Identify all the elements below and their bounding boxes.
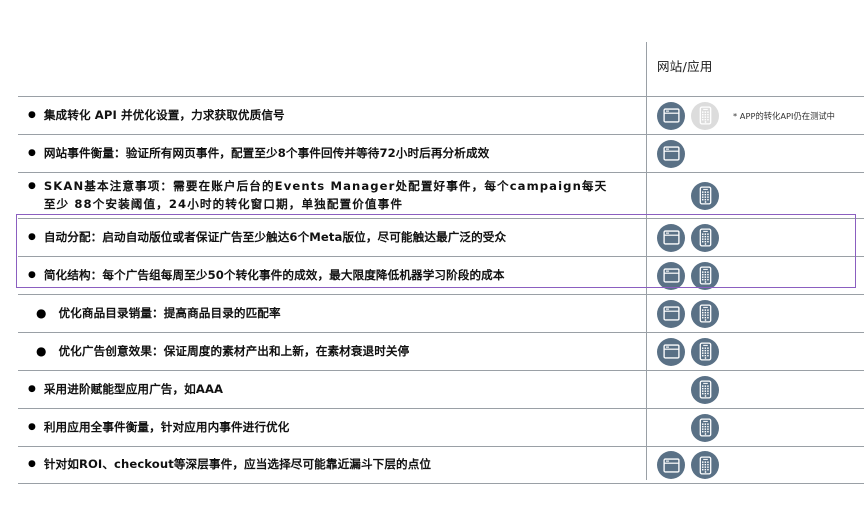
mobile-phone-icon (691, 413, 719, 442)
empty-slot (657, 414, 685, 442)
row-text-cell: ● 网站事件衡量：验证所有网页事件，配置至少8个事件回传并等待72小时后再分析成效 (18, 145, 646, 163)
bullet-icon: ● (28, 383, 36, 394)
mobile-phone-icon (691, 337, 719, 366)
browser-window-icon (657, 223, 685, 252)
table-row[interactable]: ● 网站事件衡量：验证所有网页事件，配置至少8个事件回传并等待72小时后再分析成效 (18, 134, 864, 172)
empty-slot (657, 182, 685, 210)
bullet-icon: ● (28, 147, 36, 158)
table-row[interactable]: ● 简化结构：每个广告组每周至少50个转化事件的成效，最大限度降低机器学习阶段的成… (18, 256, 864, 294)
row-text-cell: ● 采用进阶赋能型应用广告，如AAA (18, 381, 646, 399)
row-platform-icons (646, 181, 864, 210)
browser-window-icon (657, 451, 685, 479)
row-label: 采用进阶赋能型应用广告，如AAA (44, 381, 223, 399)
row-label: 集成转化 API 并优化设置，力求获取优质信号 (44, 107, 285, 125)
row-label: 优化广告创意效果：保证周度的素材产出和上新，在素材衰退时关停 (58, 343, 409, 361)
table-row[interactable]: ● 自动分配：启动自动版位或者保证广告至少触达6个Meta版位，尽可能触达最广泛的… (18, 218, 864, 256)
mobile-phone-icon (691, 223, 719, 252)
row-text-cell: ● 优化商品目录销量：提高商品目录的匹配率 (18, 305, 646, 323)
browser-window-icon (657, 139, 685, 168)
row-platform-icons (646, 223, 864, 252)
row-label: 利用应用全事件衡量，针对应用内事件进行优化 (44, 419, 290, 437)
row-label: SKAN基本注意事项：需要在账户后台的Events Manager处配置好事件，… (44, 178, 607, 214)
bullet-icon: ● (28, 109, 36, 120)
row-label: 简化结构：每个广告组每周至少50个转化事件的成效，最大限度降低机器学习阶段的成本 (44, 267, 505, 285)
empty-slot (657, 376, 685, 404)
footnote-app-capi-beta: * APP的转化API仍在测试中 (733, 110, 835, 121)
row-label-line: 网站事件衡量：验证所有网页事件，配置至少8个事件回传并等待72小时后再分析成效 (43, 145, 490, 160)
mobile-phone-icon (691, 261, 719, 290)
row-text-cell: ● 集成转化 API 并优化设置，力求获取优质信号 (18, 107, 646, 125)
row-platform-icons (646, 375, 864, 404)
row-platform-icons (646, 261, 864, 290)
recommendations-table: ● 集成转化 API 并优化设置，力求获取优质信号 * APP的转化API仍在测试中… (18, 96, 864, 484)
row-label-line: 优化商品目录销量：提高商品目录的匹配率 (58, 305, 281, 320)
row-text-cell: ● 利用应用全事件衡量，针对应用内事件进行优化 (18, 419, 646, 437)
row-label-line: 集成转化 API 并优化设置，力求获取优质信号 (43, 107, 285, 122)
mobile-phone-icon (691, 299, 719, 328)
mobile-phone-icon (691, 101, 719, 130)
row-label-line: 简化结构：每个广告组每周至少50个转化事件的成效，最大限度降低机器学习阶段的成本 (43, 267, 505, 282)
table-row[interactable]: ● 优化广告创意效果：保证周度的素材产出和上新，在素材衰退时关停 (18, 332, 864, 370)
row-platform-icons (646, 139, 864, 168)
row-label-line: SKAN基本注意事项：需要在账户后台的Events Manager处配置好事件，… (43, 178, 608, 193)
mobile-phone-icon (691, 181, 719, 210)
row-label: 优化商品目录销量：提高商品目录的匹配率 (58, 305, 280, 323)
row-platform-icons (646, 451, 864, 479)
mobile-phone-icon (691, 451, 719, 479)
row-platform-icons (646, 413, 864, 442)
bullet-icon: ● (28, 231, 36, 242)
browser-window-icon (657, 101, 685, 130)
row-text-cell: ● 简化结构：每个广告组每周至少50个转化事件的成效，最大限度降低机器学习阶段的成… (18, 267, 646, 285)
table-row[interactable]: ● 针对如ROI、checkout等深层事件，应当选择尽可能靠近漏斗下层的点位 (18, 446, 864, 484)
row-label: 针对如ROI、checkout等深层事件，应当选择尽可能靠近漏斗下层的点位 (44, 456, 431, 474)
table-row[interactable]: ● SKAN基本注意事项：需要在账户后台的Events Manager处配置好事件… (18, 172, 864, 218)
row-label-line: 利用应用全事件衡量，针对应用内事件进行优化 (43, 419, 290, 434)
row-label-line: 优化广告创意效果：保证周度的素材产出和上新，在素材衰退时关停 (58, 343, 410, 358)
row-platform-icons (646, 299, 864, 328)
empty-slot (691, 140, 719, 168)
bullet-icon: ● (36, 305, 47, 320)
column-header-website-app: 网站/应用 (657, 59, 713, 74)
mobile-phone-icon (691, 375, 719, 404)
table-row[interactable]: ● 利用应用全事件衡量，针对应用内事件进行优化 (18, 408, 864, 446)
browser-window-icon (657, 261, 685, 290)
row-label-line: 针对如ROI、checkout等深层事件，应当选择尽可能靠近漏斗下层的点位 (43, 457, 432, 472)
browser-window-icon (657, 299, 685, 328)
bullet-icon: ● (28, 269, 36, 280)
row-label-line: 自动分配：启动自动版位或者保证广告至少触达6个Meta版位，尽可能触达最广泛的受… (43, 229, 507, 244)
row-label-line: 采用进阶赋能型应用广告，如AAA (43, 381, 224, 396)
row-text-cell: ● 优化广告创意效果：保证周度的素材产出和上新，在素材衰退时关停 (18, 343, 646, 361)
bullet-icon: ● (28, 459, 36, 470)
bullet-icon: ● (36, 343, 47, 358)
column-divider (646, 42, 647, 480)
row-label: 自动分配：启动自动版位或者保证广告至少触达6个Meta版位，尽可能触达最广泛的受… (44, 229, 506, 247)
row-text-cell: ● SKAN基本注意事项：需要在账户后台的Events Manager处配置好事件… (18, 178, 646, 214)
table-row[interactable]: ● 采用进阶赋能型应用广告，如AAA (18, 370, 864, 408)
bullet-icon: ● (28, 180, 36, 191)
row-label: 网站事件衡量：验证所有网页事件，配置至少8个事件回传并等待72小时后再分析成效 (44, 145, 489, 163)
row-platform-icons (646, 337, 864, 366)
bullet-icon: ● (28, 421, 36, 432)
row-text-cell: ● 针对如ROI、checkout等深层事件，应当选择尽可能靠近漏斗下层的点位 (18, 456, 646, 474)
table-row[interactable]: ● 集成转化 API 并优化设置，力求获取优质信号 * APP的转化API仍在测试中 (18, 96, 864, 134)
row-platform-icons: * APP的转化API仍在测试中 (646, 101, 864, 130)
row-text-cell: ● 自动分配：启动自动版位或者保证广告至少触达6个Meta版位，尽可能触达最广泛的… (18, 229, 646, 247)
row-label-line: 至少 88个安装阈值，24小时的转化窗口期，单独配置价值事件 (43, 196, 404, 211)
browser-window-icon (657, 337, 685, 366)
table-row[interactable]: ● 优化商品目录销量：提高商品目录的匹配率 (18, 294, 864, 332)
